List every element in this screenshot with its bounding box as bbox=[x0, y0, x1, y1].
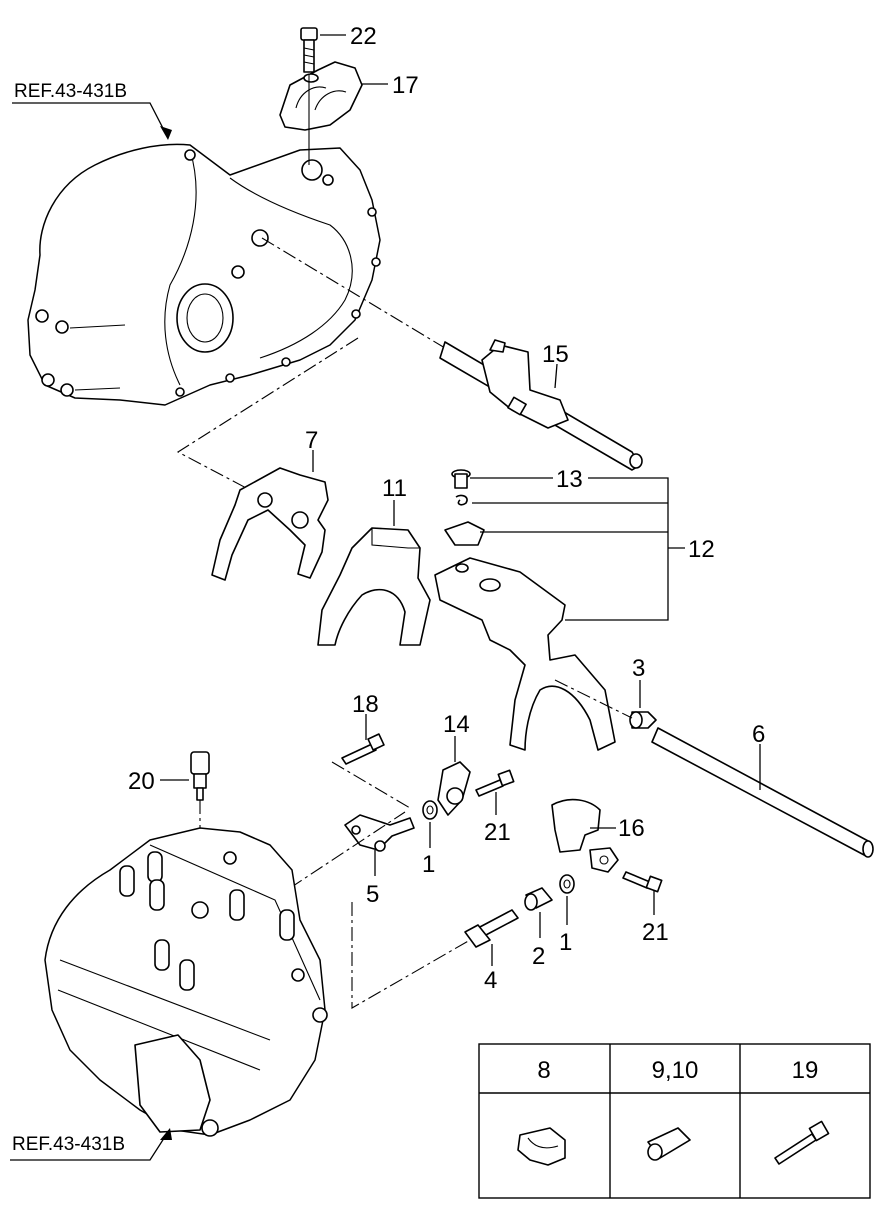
ref-leader-bottom bbox=[10, 1131, 169, 1161]
axis-line-7 bbox=[176, 337, 359, 491]
ref-label-bottom: REF.43-431B bbox=[12, 1134, 125, 1155]
part-21-bolt-a bbox=[475, 769, 515, 797]
parts-table: 8 9,10 19 bbox=[478, 1043, 871, 1199]
label-6: 6 bbox=[752, 721, 765, 748]
ref-leader-top bbox=[12, 102, 169, 139]
label-4: 4 bbox=[484, 967, 497, 994]
label-7: 7 bbox=[305, 427, 318, 454]
table-header-9-10: 9,10 bbox=[652, 1057, 699, 1084]
part-20-switch bbox=[190, 751, 210, 801]
part-7-shift-fork bbox=[211, 467, 329, 581]
part-13-pin bbox=[444, 469, 485, 546]
label-20: 20 bbox=[128, 768, 155, 795]
label-2: 2 bbox=[532, 943, 545, 970]
leader-12-bracket bbox=[472, 477, 685, 621]
label-1a: 1 bbox=[422, 851, 435, 878]
label-12: 12 bbox=[688, 536, 715, 563]
part-22-bolt bbox=[300, 27, 318, 73]
part-1-washer-b bbox=[559, 874, 575, 894]
part-18-bolt bbox=[341, 733, 385, 765]
part-14-lever bbox=[437, 761, 471, 816]
axis-line-18 bbox=[331, 761, 411, 809]
ref-label-top: REF.43-431B bbox=[14, 81, 127, 102]
part-3-bushing bbox=[629, 711, 657, 729]
part-17-bracket bbox=[279, 61, 363, 131]
label-22: 22 bbox=[350, 23, 377, 50]
label-18: 18 bbox=[352, 691, 379, 718]
ref-arrow-top bbox=[160, 126, 172, 140]
label-21a: 21 bbox=[484, 819, 511, 846]
table-header-8: 8 bbox=[537, 1057, 550, 1084]
part-21-bolt-b bbox=[622, 871, 663, 893]
label-17: 17 bbox=[392, 72, 419, 99]
part-5-shift-lever bbox=[344, 814, 415, 852]
label-16: 16 bbox=[618, 815, 645, 842]
part-6-shift-rod bbox=[651, 727, 874, 858]
label-14: 14 bbox=[443, 711, 470, 738]
part-19-bolt-icon bbox=[774, 1120, 830, 1165]
part-11-shift-fork bbox=[317, 527, 431, 646]
part-15-shift-rail bbox=[439, 339, 643, 471]
lower-transaxle-case bbox=[44, 827, 328, 1137]
table-header-19: 19 bbox=[792, 1057, 819, 1084]
label-1b: 1 bbox=[559, 929, 572, 956]
part-4-shaft bbox=[464, 909, 519, 948]
label-13: 13 bbox=[556, 466, 583, 493]
label-5: 5 bbox=[366, 881, 379, 908]
label-11: 11 bbox=[382, 475, 407, 502]
axis-line-5 bbox=[289, 811, 406, 889]
part-9-10-plunger-icon bbox=[647, 1127, 691, 1161]
part-8-clip-icon bbox=[517, 1127, 566, 1166]
ref-arrow-bottom bbox=[160, 1128, 172, 1140]
leader-15 bbox=[554, 363, 558, 389]
label-15: 15 bbox=[542, 341, 569, 368]
label-3: 3 bbox=[632, 655, 645, 682]
label-21b: 21 bbox=[642, 919, 669, 946]
axis-line-15 bbox=[261, 237, 446, 349]
part-1-washer-a bbox=[422, 800, 438, 820]
part-16-lever bbox=[551, 798, 619, 873]
part-12-shift-fork-assembly bbox=[434, 557, 616, 751]
axis-line-4 bbox=[351, 902, 471, 1009]
part-2-bushing bbox=[524, 887, 553, 911]
upper-transaxle-case bbox=[27, 143, 381, 406]
